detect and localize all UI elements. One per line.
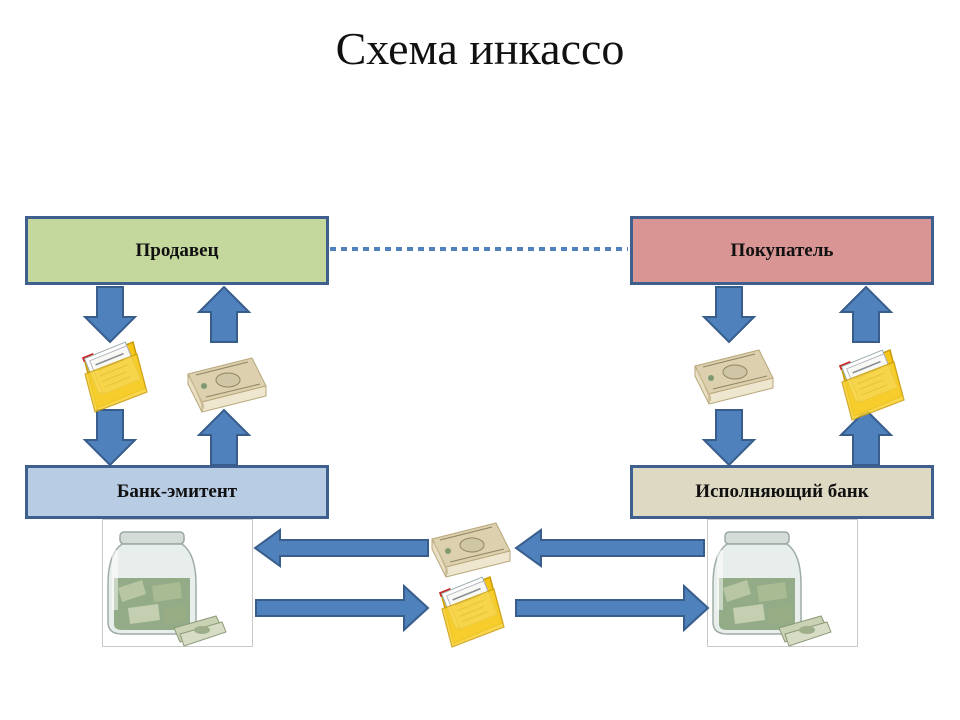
seller-label: Продавец	[135, 239, 219, 261]
arrow-seller-to-docs	[84, 286, 136, 343]
buyer-node: Покупатель	[630, 216, 934, 285]
buyer-label: Покупатель	[730, 239, 834, 261]
arrow-executing-bank-to-docs	[840, 409, 892, 466]
money-stack-icon	[431, 522, 511, 578]
issuing-bank-node: Банк-эмитент	[25, 465, 329, 519]
issuing-bank-label: Банк-эмитент	[116, 481, 238, 502]
money-jar-icon	[712, 531, 832, 647]
arrow-money-to-issuing-bank	[253, 528, 429, 568]
arrow-docs-from-issuing-bank	[255, 583, 430, 633]
arrow-issuing-bank-to-money	[198, 409, 250, 466]
executing-bank-node: Исполняющий банк	[630, 465, 934, 519]
documents-folder-icon	[838, 349, 905, 421]
seller-node: Продавец	[25, 216, 329, 285]
arrow-docs-to-issuing-bank	[84, 409, 136, 466]
arrow-buyer-to-money	[703, 286, 755, 343]
documents-folder-icon	[438, 576, 505, 648]
money-stack-icon	[187, 357, 267, 413]
executing-bank-label: Исполняющий банк	[695, 481, 869, 502]
arrow-docs-to-buyer	[840, 286, 892, 343]
arrow-money-to-executing-bank	[703, 409, 755, 466]
arrow-money-from-executing-bank	[514, 528, 705, 568]
money-stack-icon	[694, 349, 774, 405]
arrow-docs-to-executing-bank	[515, 583, 710, 633]
documents-folder-icon	[81, 341, 148, 413]
page-title: Схема инкассо	[335, 23, 625, 74]
money-jar-icon	[107, 531, 227, 647]
arrow-money-to-seller	[198, 286, 250, 343]
